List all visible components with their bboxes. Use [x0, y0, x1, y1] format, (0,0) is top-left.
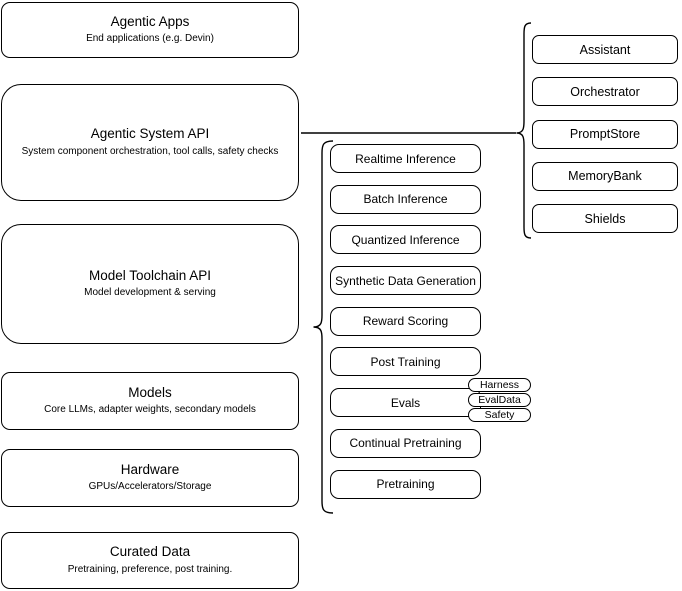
layer-hardware: Hardware GPUs/Accelerators/Storage	[1, 449, 299, 507]
layer-title: Agentic Apps	[110, 13, 190, 29]
toolchain-item-synthetic-data-generation: Synthetic Data Generation	[330, 266, 481, 296]
evals-tag-safety: Safety	[468, 408, 531, 422]
toolchain-item-pretraining: Pretraining	[330, 469, 481, 499]
layer-title: Curated Data	[109, 544, 191, 560]
system-brace	[516, 22, 532, 239]
evals-tags: Harness EvalData Safety	[468, 378, 531, 422]
layer-title: Hardware	[120, 461, 180, 477]
evals-tag-evaldata: EvalData	[468, 393, 531, 407]
toolchain-item-batch-inference: Batch Inference	[330, 184, 481, 214]
toolchain-item-quantized-inference: Quantized Inference	[330, 225, 481, 255]
layer-subtitle: System component orchestration, tool cal…	[21, 145, 279, 157]
toolchain-item-evals: Evals	[330, 388, 481, 418]
layer-agentic-apps: Agentic Apps End applications (e.g. Devi…	[1, 2, 299, 58]
layer-title: Model Toolchain API	[88, 267, 212, 283]
layer-subtitle: GPUs/Accelerators/Storage	[88, 481, 212, 493]
layer-subtitle: Core LLMs, adapter weights, secondary mo…	[44, 404, 256, 416]
system-item-assistant: Assistant	[532, 35, 678, 64]
layer-models: Models Core LLMs, adapter weights, secon…	[1, 372, 299, 430]
system-item-orchestrator: Orchestrator	[532, 77, 678, 107]
toolchain-item-continual-pretraining: Continual Pretraining	[330, 428, 481, 458]
system-item-promptstore: PromptStore	[532, 119, 678, 149]
toolchain-item-post-training: Post Training	[330, 347, 481, 377]
layer-subtitle: End applications (e.g. Devin)	[86, 33, 214, 45]
layer-model-toolchain-api: Model Toolchain API Model development & …	[1, 224, 299, 344]
layer-agentic-system-api: Agentic System API System component orch…	[1, 84, 299, 201]
toolchain-brace	[313, 140, 334, 514]
system-components-column: Assistant Orchestrator PromptStore Memor…	[532, 35, 678, 234]
toolchain-item-realtime-inference: Realtime Inference	[330, 144, 481, 173]
evals-tag-harness: Harness	[468, 378, 531, 392]
toolchain-item-reward-scoring: Reward Scoring	[330, 306, 481, 336]
layer-subtitle: Pretraining, preference, post training.	[67, 563, 233, 575]
layer-subtitle: Model development & serving	[84, 287, 216, 299]
system-item-shields: Shields	[532, 204, 678, 234]
layer-title: Agentic System API	[90, 126, 210, 142]
layer-title: Models	[128, 384, 172, 400]
system-item-memorybank: MemoryBank	[532, 161, 678, 191]
toolchain-column: Realtime Inference Batch Inference Quant…	[330, 144, 481, 499]
layer-curated-data: Curated Data Pretraining, preference, po…	[1, 532, 299, 589]
